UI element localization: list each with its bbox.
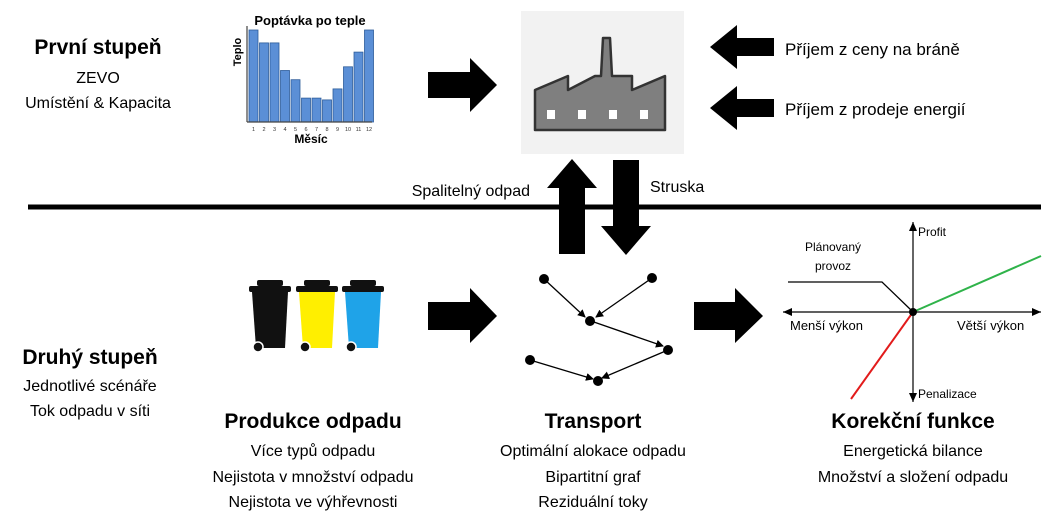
correction-line-1: Energetická bilance bbox=[843, 443, 983, 460]
correction-profit-label: Profit bbox=[918, 225, 947, 239]
stage1-line1: ZEVO bbox=[76, 70, 120, 87]
transport-line-3: Reziduální toky bbox=[538, 494, 647, 511]
correction-origin bbox=[909, 308, 917, 316]
chart-xlabel: Měsíc bbox=[294, 132, 328, 146]
chart-bar bbox=[332, 88, 343, 123]
chart-tick-label: 4 bbox=[283, 127, 286, 133]
chart-tick-label: 10 bbox=[345, 127, 351, 133]
flow-waste-label: Spalitelný odpad bbox=[412, 183, 530, 200]
chart-bar bbox=[280, 70, 290, 123]
bin-yellow-icon bbox=[296, 280, 338, 353]
transport-nodes bbox=[525, 273, 673, 386]
chart-bar bbox=[290, 79, 301, 123]
arrow-gate-fee bbox=[710, 25, 774, 69]
stage2-line1: Jednotlivé scénáře bbox=[23, 378, 157, 395]
income-gate-fee: Příjem z ceny na bráně bbox=[785, 40, 960, 59]
correction-title: Korekční funkce bbox=[831, 410, 994, 433]
chart-tick-label: 7 bbox=[315, 127, 318, 133]
chart-tick-label: 8 bbox=[325, 127, 328, 133]
transport-line-2: Bipartitní graf bbox=[545, 469, 641, 486]
correction-plot: Profit Penalizace Menší výkon Větší výko… bbox=[783, 222, 1042, 402]
arrow-chart-to-plant bbox=[428, 58, 497, 112]
bin-blue-icon bbox=[342, 280, 384, 353]
chart-bar bbox=[311, 97, 322, 123]
correction-planned-leader bbox=[788, 281, 912, 311]
chart-tick-label: 5 bbox=[294, 127, 297, 133]
chart-bar bbox=[269, 42, 280, 123]
correction-up-line bbox=[912, 255, 1042, 313]
correction-more-label: Větší výkon bbox=[957, 318, 1024, 333]
correction-down-line bbox=[850, 311, 914, 400]
chart-bars bbox=[248, 29, 374, 123]
production-line-3: Nejistota ve výhřevnosti bbox=[229, 494, 398, 511]
chart-tick-label: 9 bbox=[336, 127, 339, 133]
arrow-production-to-transport bbox=[428, 288, 497, 343]
production-title: Produkce odpadu bbox=[224, 410, 401, 433]
stage1-line2: Umístění & Kapacita bbox=[25, 95, 171, 112]
income-energy: Příjem z prodeje energií bbox=[785, 100, 966, 119]
transport-line-1: Optimální alokace odpadu bbox=[500, 443, 686, 460]
stage1-title: První stupeň bbox=[34, 36, 161, 59]
chart-bar bbox=[301, 97, 311, 123]
correction-line-2: Množství a složení odpadu bbox=[818, 469, 1008, 486]
chart-bar bbox=[322, 99, 332, 123]
correction-planned-label-2: provoz bbox=[815, 259, 851, 273]
chart-ylabel: Teplo bbox=[232, 37, 244, 66]
chart-bar bbox=[259, 42, 269, 123]
chart-tick-label: 12 bbox=[366, 127, 372, 133]
correction-planned-label-1: Plánovaný bbox=[805, 240, 861, 254]
chart-bar bbox=[343, 66, 353, 123]
production-line-1: Více typů odpadu bbox=[251, 442, 376, 460]
production-line-2: Nejistota v množství odpadu bbox=[213, 469, 414, 486]
chart-title: Poptávka po teple bbox=[254, 13, 365, 28]
correction-penalty-label: Penalizace bbox=[918, 387, 977, 401]
chart-bar bbox=[353, 51, 364, 123]
transport-graph bbox=[529, 277, 669, 381]
chart-bar bbox=[248, 29, 259, 123]
factory-icon bbox=[521, 11, 684, 154]
stage2-title: Druhý stupeň bbox=[22, 346, 157, 369]
chart-tick-label: 11 bbox=[356, 127, 362, 133]
stage2-line2: Tok odpadu v síti bbox=[30, 403, 150, 420]
chart-tick-label: 6 bbox=[304, 127, 307, 133]
chart-tick-label: 1 bbox=[252, 127, 255, 133]
flow-slag-label: Struska bbox=[650, 179, 704, 196]
arrow-energy bbox=[710, 86, 774, 130]
correction-less-label: Menší výkon bbox=[790, 318, 863, 333]
transport-title: Transport bbox=[545, 410, 642, 433]
waste-bins bbox=[249, 280, 384, 353]
bin-black-icon bbox=[249, 280, 291, 353]
chart-bar bbox=[364, 29, 374, 123]
chart-tick-label: 3 bbox=[273, 127, 276, 133]
chart-tick-label: 2 bbox=[262, 127, 265, 133]
arrow-transport-to-correction bbox=[694, 288, 763, 343]
